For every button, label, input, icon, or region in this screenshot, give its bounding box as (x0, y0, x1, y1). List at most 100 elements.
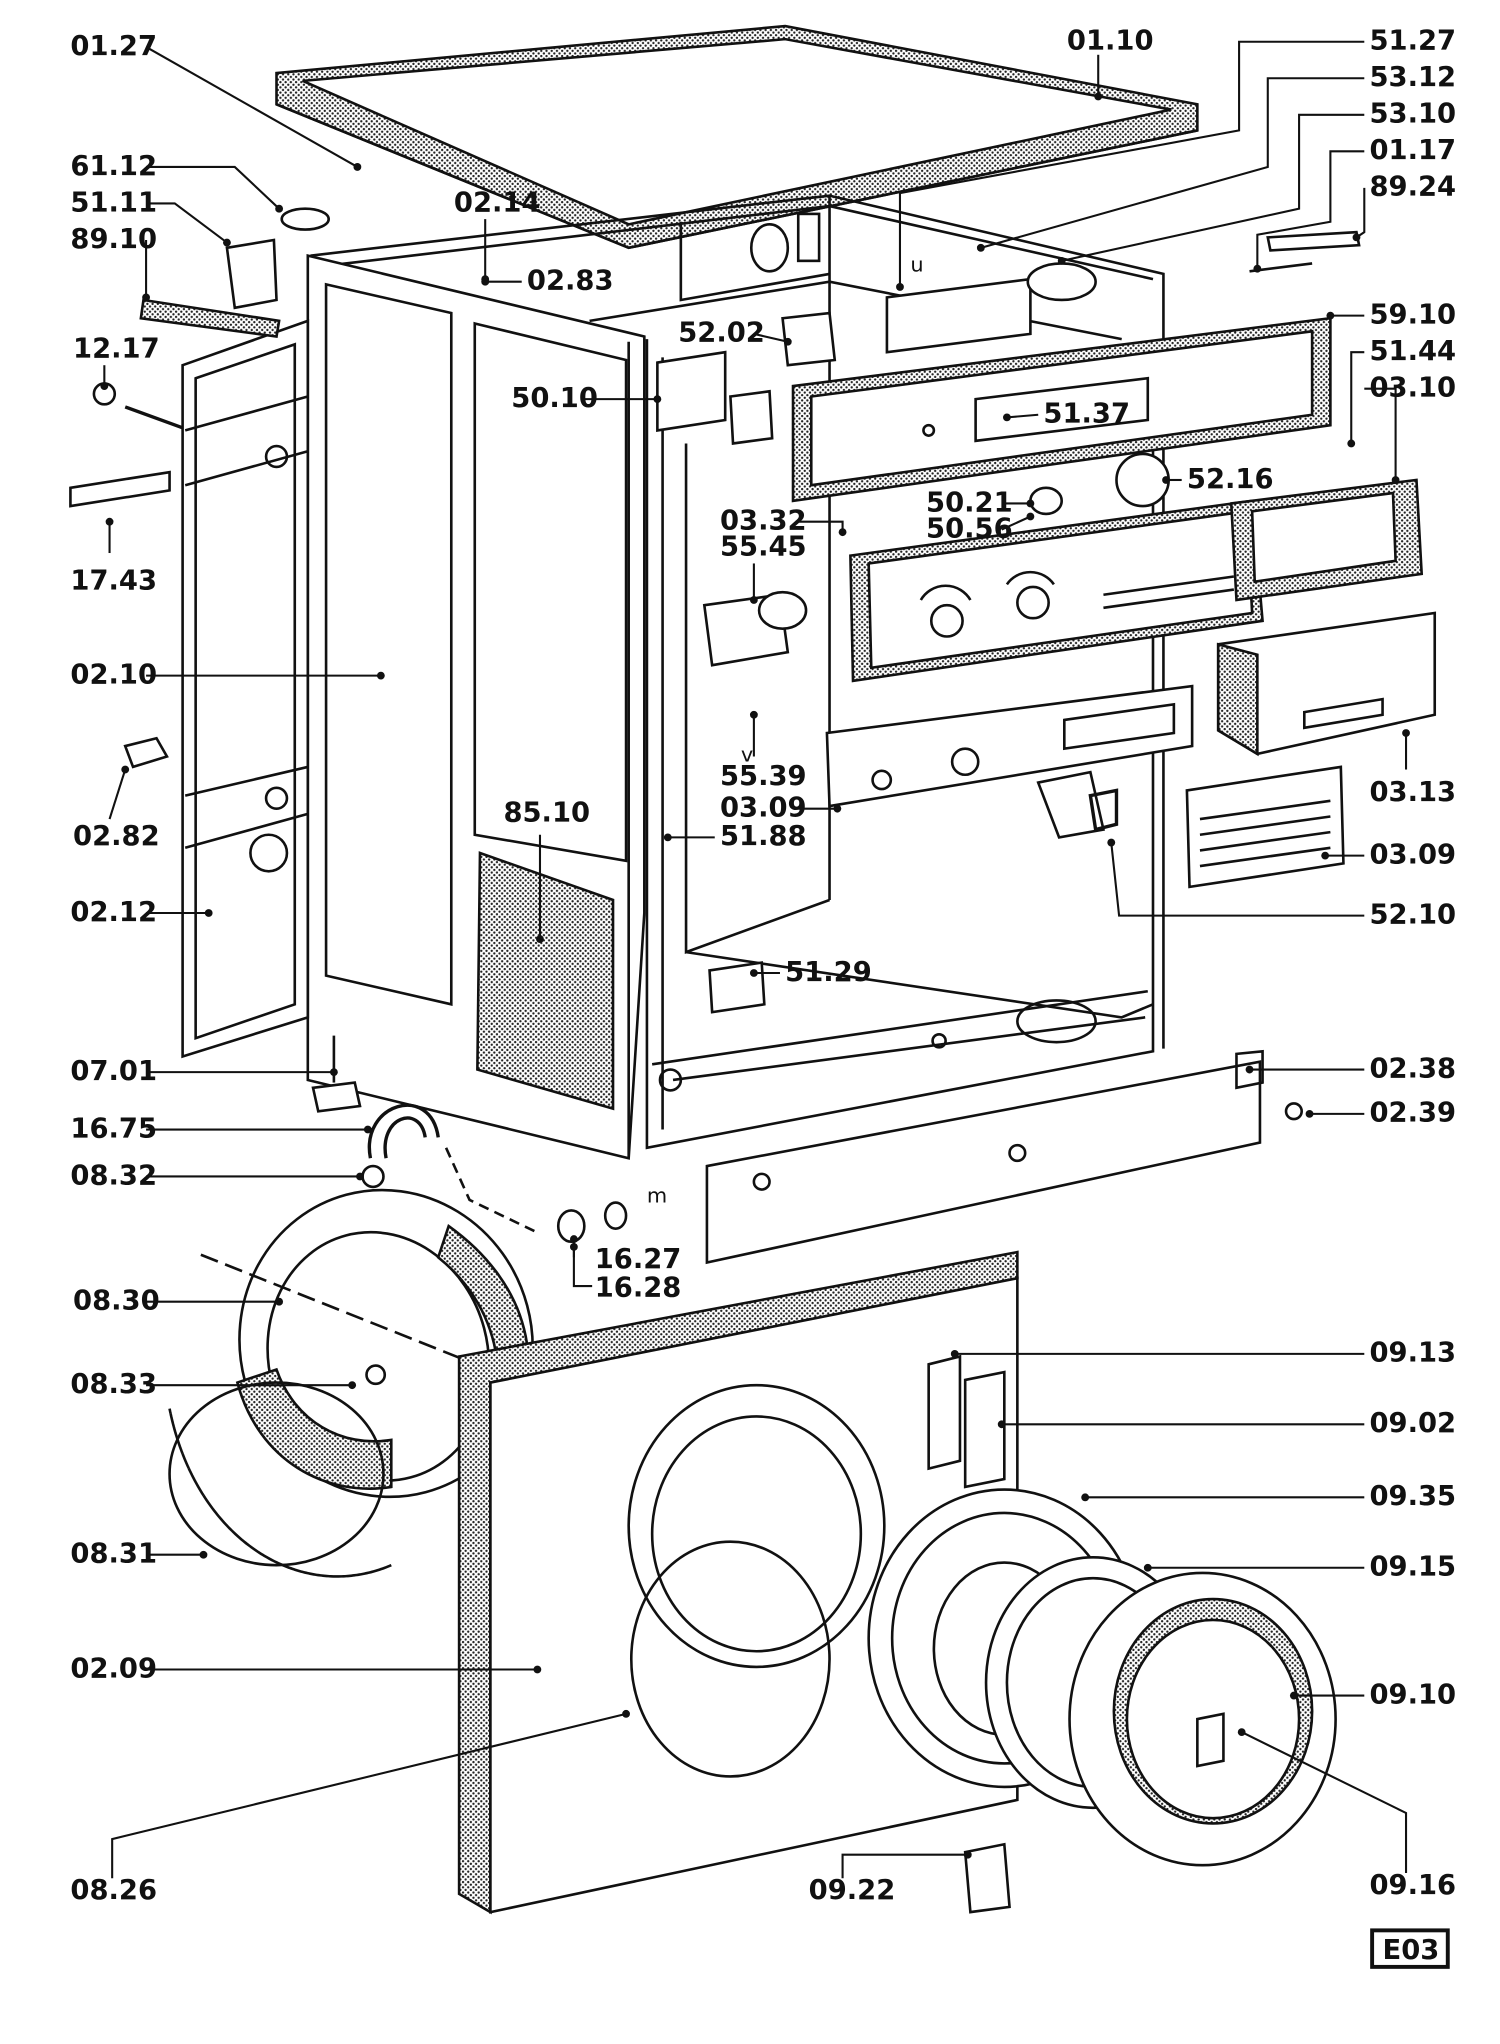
leader-line (146, 202, 228, 244)
label-02-10: 02.10 (70, 659, 157, 690)
fascia-strip (825, 684, 1194, 808)
label-08-32: 08.32 (70, 1160, 157, 1191)
leader-end-dot (569, 1242, 578, 1251)
leader-line (1061, 113, 1365, 262)
leader-end-dot (1094, 92, 1103, 101)
label-51-44: 51.44 (1370, 336, 1457, 367)
label-53-12: 53.12 (1370, 62, 1457, 93)
label-08-30: 08.30 (73, 1286, 160, 1317)
small-parts (69, 207, 1361, 1386)
leader-end-dot (838, 528, 847, 537)
label-52-10: 52.10 (1370, 899, 1457, 930)
label-02-09: 02.09 (70, 1653, 157, 1684)
leader-line (1110, 842, 1365, 917)
label-02-12: 02.12 (70, 897, 157, 928)
side-panel (306, 253, 646, 1160)
leader-end-dot (1026, 512, 1035, 521)
label-07-01: 07.01 (70, 1056, 157, 1087)
label-09-15: 09.15 (1370, 1552, 1457, 1583)
label-51-88: 51.88 (720, 821, 807, 852)
leader-end-dot (749, 596, 758, 604)
label-02-83: 02.83 (527, 266, 614, 297)
label-59-10: 59.10 (1370, 299, 1457, 330)
label-plate (1185, 765, 1345, 889)
label-55-39: 55.39 (720, 761, 807, 792)
label-51-37: 51.37 (1043, 399, 1130, 430)
leader-end-dot (199, 1550, 208, 1559)
label-03-13: 03.13 (1370, 777, 1457, 808)
page-id: E03 (1383, 1935, 1440, 1966)
front-panel (457, 1250, 1019, 1915)
leader-end-dot (1391, 476, 1400, 484)
plinth (705, 1060, 1262, 1265)
leader-end-dot (749, 710, 758, 719)
leader-end-dot (663, 833, 672, 842)
label-03-32: 03.32 (720, 506, 807, 537)
leader-end-dot (363, 1125, 372, 1134)
leader-end-dot (569, 1235, 578, 1243)
leader-line (1350, 351, 1365, 444)
leader-end-dot (1026, 499, 1035, 508)
leader-end-dot (1162, 476, 1170, 484)
leader-end-dot (1003, 413, 1011, 422)
leader-end-dot (1057, 256, 1066, 265)
leader-end-dot (950, 1349, 959, 1358)
leader-end-dot (105, 517, 114, 526)
leader-line (1001, 515, 1031, 531)
leader-end-dot (1081, 1493, 1090, 1502)
leader-line (572, 1246, 593, 1288)
top-cover (275, 24, 1199, 250)
leader-end-dot (1107, 838, 1116, 847)
label-layer: 01.27 01.10 51.27 53.12 53.10 01.17 89.2… (70, 26, 1456, 1966)
label-85-10: 85.10 (503, 798, 590, 829)
leader-end-dot (653, 395, 662, 404)
leader-end-dot (329, 1068, 338, 1077)
page-id-box (1370, 1928, 1450, 1969)
electronics-box (1216, 611, 1437, 757)
leader-end-dot (376, 671, 385, 680)
leader-end-dot (353, 163, 362, 171)
leader-end-dot (963, 1850, 972, 1859)
leader-end-dot (121, 765, 130, 774)
label-01-17: 01.17 (1370, 135, 1457, 166)
label-16-28: 16.28 (595, 1272, 682, 1303)
marker-v: v (741, 743, 753, 767)
leader-line (111, 1712, 627, 1879)
leader-end-dot (1253, 264, 1262, 273)
leader-line (145, 46, 358, 168)
leader-end-dot (348, 1381, 357, 1390)
label-03-09-b: 03.09 (1370, 839, 1457, 870)
leader-end-dot (223, 238, 231, 247)
leader-line (146, 165, 280, 210)
label-08-33: 08.33 (70, 1369, 157, 1400)
leader-end-dot (833, 804, 842, 813)
leader-line (841, 1853, 968, 1879)
leader-end-dot (533, 1665, 542, 1674)
leader-end-dot (976, 243, 985, 252)
label-51-11: 51.11 (70, 187, 157, 218)
label-01-27: 01.27 (70, 31, 157, 62)
leader-end-dot (1321, 851, 1330, 860)
label-09-35: 09.35 (1370, 1481, 1457, 1512)
label-02-82: 02.82 (73, 821, 160, 852)
leader-end-dot (1326, 311, 1335, 320)
leader-end-dot (142, 293, 150, 302)
leader-line (1355, 187, 1366, 239)
control-panel-module (791, 316, 1424, 683)
leader-end-dot (1305, 1109, 1314, 1118)
leader-end-dot (275, 1297, 284, 1306)
selector-knob (1036, 770, 1119, 839)
leader-line (980, 77, 1365, 249)
leader-end-dot (1289, 1691, 1298, 1700)
leader-end-dot (1402, 729, 1410, 737)
door-assembly (867, 1488, 1337, 1914)
leader-line (1006, 413, 1039, 419)
exploded-parts-diagram: 01.27 01.10 51.27 53.12 53.10 01.17 89.2… (69, 24, 1456, 1969)
label-55-45: 55.45 (720, 532, 807, 563)
label-89-10: 89.10 (70, 224, 157, 255)
label-09-13: 09.13 (1370, 1338, 1457, 1369)
label-01-10: 01.10 (1067, 26, 1154, 57)
leader-end-dot (783, 337, 792, 346)
label-89-24: 89.24 (1370, 172, 1457, 203)
label-02-39: 02.39 (1370, 1098, 1457, 1129)
